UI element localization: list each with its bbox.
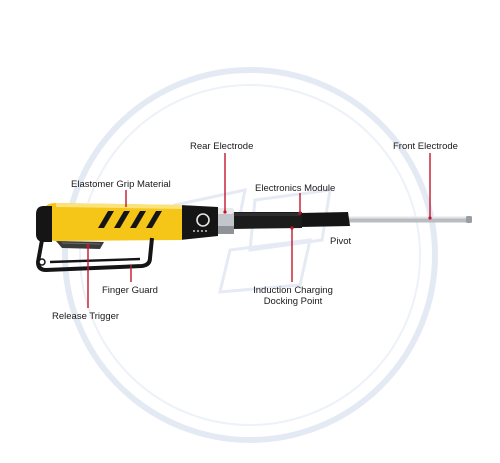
elastomer-grip	[44, 203, 182, 241]
label-finger-guard: Finger Guard	[102, 285, 158, 296]
label-front-electrode: Front Electrode	[393, 141, 458, 152]
front-electrode-rod	[340, 216, 470, 223]
butt-cap	[36, 206, 52, 242]
finger-guard	[36, 237, 154, 272]
label-rear-electrode: Rear Electrode	[190, 141, 254, 152]
label-induction-charging: Induction Charging Docking Point	[246, 285, 340, 307]
electronics-module	[232, 212, 302, 229]
label-electronics-module: Electronics Module	[255, 183, 336, 194]
label-induction-charging-line2: Docking Point	[263, 296, 323, 307]
label-elastomer-grip: Elastomer Grip Material	[71, 179, 171, 190]
pivot-collar	[300, 212, 350, 227]
label-release-trigger: Release Trigger	[52, 311, 120, 322]
label-induction-charging-line1: Induction Charging	[253, 285, 333, 296]
label-pivot: Pivot	[330, 236, 352, 247]
